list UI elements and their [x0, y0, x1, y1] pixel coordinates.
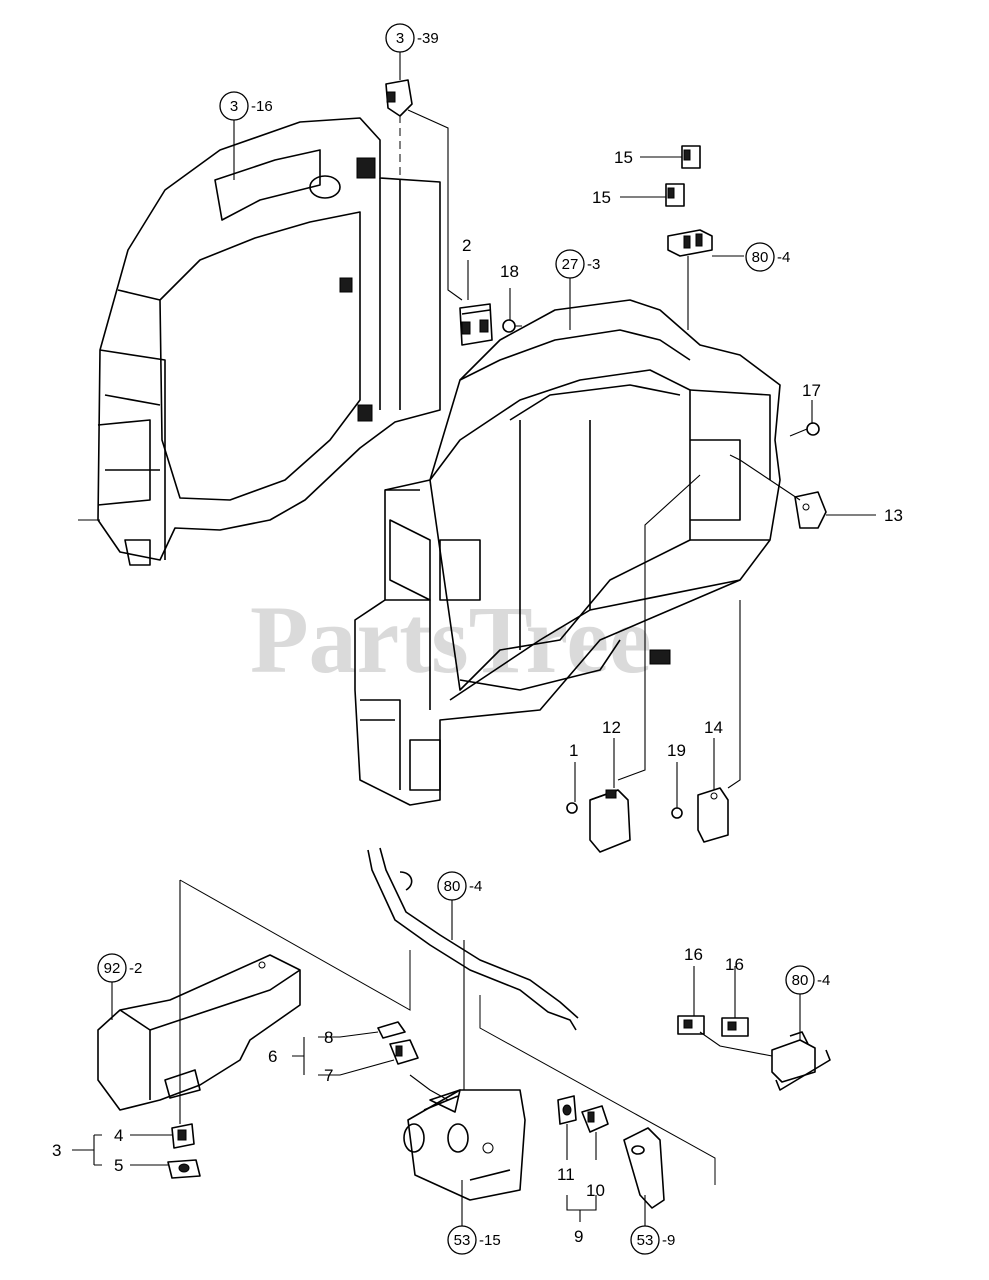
- unit-12: [589, 789, 631, 853]
- relay-15-lower: [665, 183, 685, 207]
- frame-line-right: [479, 995, 716, 1185]
- bolt-19: [671, 807, 683, 819]
- ref-num: 80: [444, 878, 461, 895]
- ref-num: 3: [230, 98, 238, 115]
- valve-53-15: [403, 1089, 526, 1201]
- ref-callout-27-3: 27 -3: [555, 249, 600, 279]
- fan-shroud-left: [78, 117, 441, 566]
- part-labels: 2 18 15 15 17 13 1 12 19 14 16 16 8 6 7 …: [52, 148, 903, 1246]
- bolt-1: [566, 802, 578, 814]
- label-16-a: 16: [684, 945, 703, 964]
- hose-80-4: [367, 847, 579, 1031]
- label-18: 18: [500, 262, 519, 281]
- leader-lines: [72, 52, 876, 1228]
- grommet-4: [171, 1123, 195, 1149]
- part-11: [557, 1095, 577, 1125]
- relay-2: [459, 303, 493, 346]
- watermark: PartsTree: [250, 586, 652, 693]
- label-15-b: 15: [592, 188, 611, 207]
- frame-line-left: [179, 879, 411, 1011]
- label-13: 13: [884, 506, 903, 525]
- part-8: [377, 1021, 406, 1039]
- ref-num: 27: [562, 256, 579, 273]
- plate-53-9: [623, 1127, 665, 1209]
- relay-16-b: [721, 1017, 749, 1037]
- ref-callout-53-9: 53 -9: [630, 1225, 675, 1255]
- relay-16-a: [677, 1015, 705, 1035]
- label-4: 4: [114, 1126, 123, 1145]
- label-10: 10: [586, 1181, 605, 1200]
- ref-suffix: -15: [479, 1232, 501, 1249]
- bolt-17: [789, 422, 820, 437]
- ref-callout-80-4-top: 80 -4: [745, 242, 790, 272]
- label-1: 1: [569, 741, 578, 760]
- label-14: 14: [704, 718, 723, 737]
- label-3: 3: [52, 1141, 61, 1160]
- bracket-92-2: [97, 954, 301, 1111]
- ref-num: 3: [396, 30, 404, 47]
- ref-callout-53-15: 53 -15: [447, 1225, 501, 1255]
- unit-14: [697, 787, 729, 843]
- ref-suffix: -4: [777, 249, 790, 266]
- label-5: 5: [114, 1156, 123, 1175]
- label-15-a: 15: [614, 148, 633, 167]
- ref-num: 92: [104, 960, 121, 977]
- ref-suffix: -39: [417, 30, 439, 47]
- bolt-18: [502, 319, 522, 333]
- ref-suffix: -9: [662, 1232, 675, 1249]
- nut-5: [167, 1159, 201, 1179]
- label-19: 19: [667, 741, 686, 760]
- ref-num: 80: [752, 249, 769, 266]
- bracket-13: [794, 491, 827, 529]
- label-8: 8: [324, 1028, 333, 1047]
- ref-suffix: -4: [469, 878, 482, 895]
- ref-num: 80: [792, 972, 809, 989]
- bracket-3-39: [385, 79, 413, 117]
- ref-num: 53: [637, 1232, 654, 1249]
- ref-suffix: -2: [129, 960, 142, 977]
- label-2: 2: [462, 236, 471, 255]
- label-7: 7: [324, 1066, 333, 1085]
- ref-callout-3-16: 3 -16: [219, 91, 273, 121]
- label-6: 6: [268, 1047, 277, 1066]
- ref-callout-80-4-hose: 80 -4: [437, 871, 482, 901]
- ref-callout-92-2: 92 -2: [97, 953, 142, 983]
- part-10: [581, 1105, 609, 1133]
- label-11: 11: [557, 1165, 575, 1184]
- fan-shroud-right: [354, 299, 781, 806]
- relay-holder-80-4-top: [667, 229, 713, 257]
- ref-suffix: -3: [587, 256, 600, 273]
- ref-num: 53: [454, 1232, 471, 1249]
- relay-15-upper: [681, 145, 701, 169]
- ref-callout-80-4-bottom: 80 -4: [785, 965, 830, 995]
- label-9: 9: [574, 1227, 583, 1246]
- ref-suffix: -4: [817, 972, 830, 989]
- ref-callout-3-39: 3 -39: [385, 23, 439, 53]
- relay-holder-80-4-bottom: [771, 1031, 831, 1091]
- label-12: 12: [602, 718, 621, 737]
- ref-suffix: -16: [251, 98, 273, 115]
- label-16-b: 16: [725, 955, 744, 974]
- label-17: 17: [802, 381, 821, 400]
- part-7: [389, 1039, 419, 1065]
